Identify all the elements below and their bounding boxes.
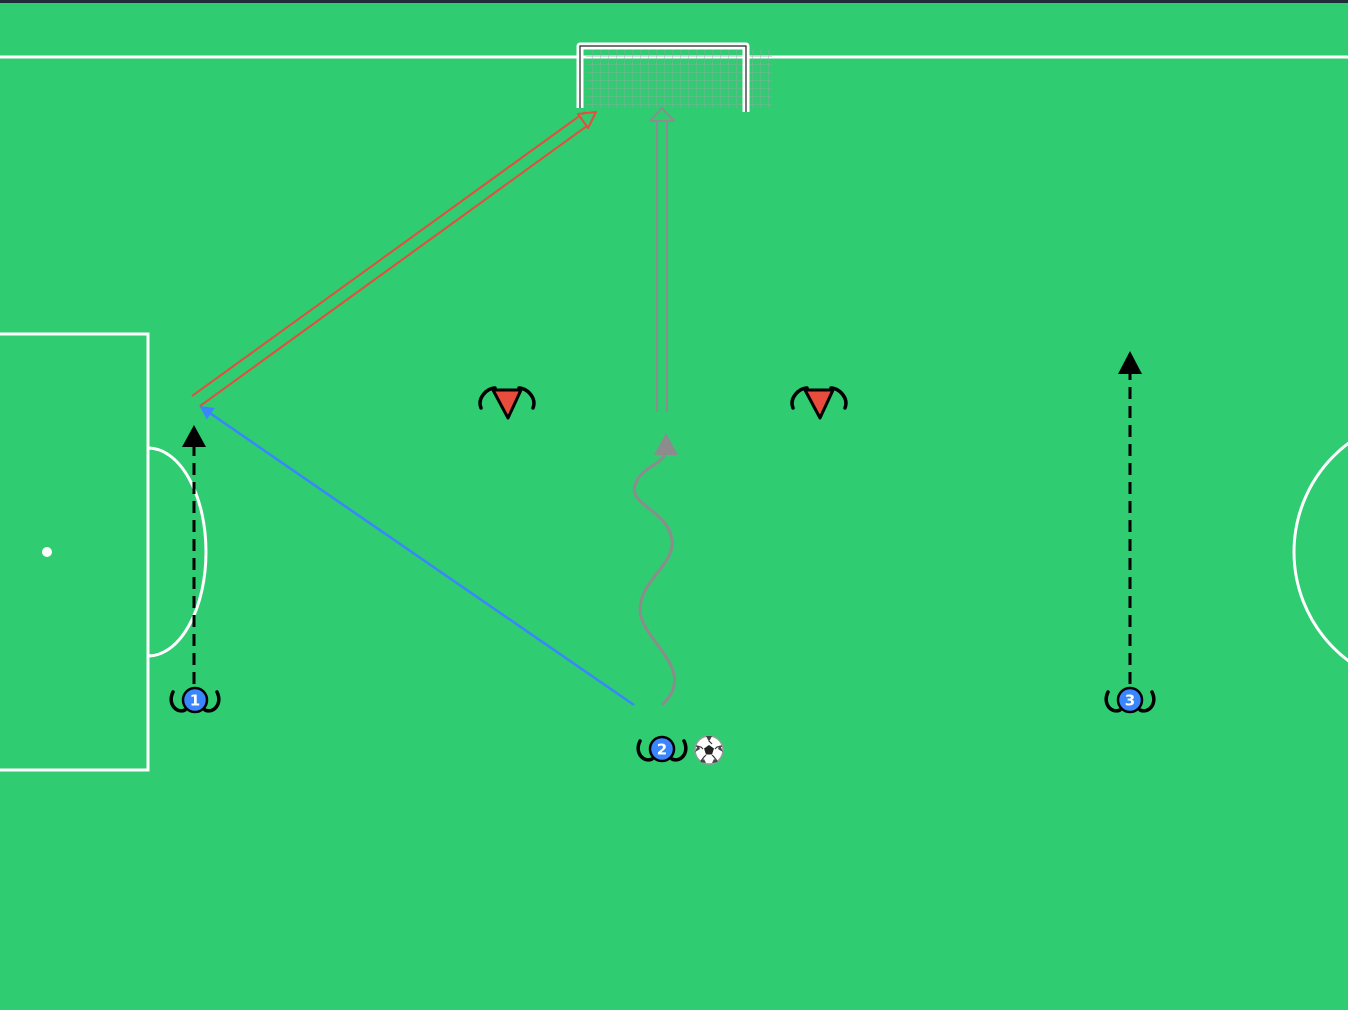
penalty-spot — [42, 547, 52, 557]
goal-net — [586, 50, 772, 108]
shot-arrow-left — [191, 111, 597, 407]
center-circle — [1292, 441, 1348, 663]
pass-arrow — [199, 405, 635, 707]
penalty-box-left — [0, 332, 150, 772]
window-top-border — [0, 0, 1348, 3]
soccer-ball-icon[interactable] — [694, 735, 724, 765]
dribble-arrow-head — [654, 433, 678, 455]
player-3[interactable]: 3 — [1104, 686, 1156, 714]
player-1[interactable]: 1 — [169, 686, 221, 714]
player-1-number: 1 — [190, 692, 200, 710]
player-2-number: 2 — [657, 741, 667, 759]
defender-right[interactable] — [790, 386, 848, 420]
dribble-arrow — [632, 451, 677, 707]
movements — [182, 107, 1142, 707]
goal — [576, 42, 772, 112]
penalty-arc — [147, 446, 208, 658]
player-2[interactable]: 2 — [636, 735, 688, 763]
shot-arrow-center — [649, 107, 675, 412]
defender-left[interactable] — [478, 386, 536, 420]
pitch-lines — [0, 55, 1348, 772]
player-3-number: 3 — [1125, 692, 1135, 710]
